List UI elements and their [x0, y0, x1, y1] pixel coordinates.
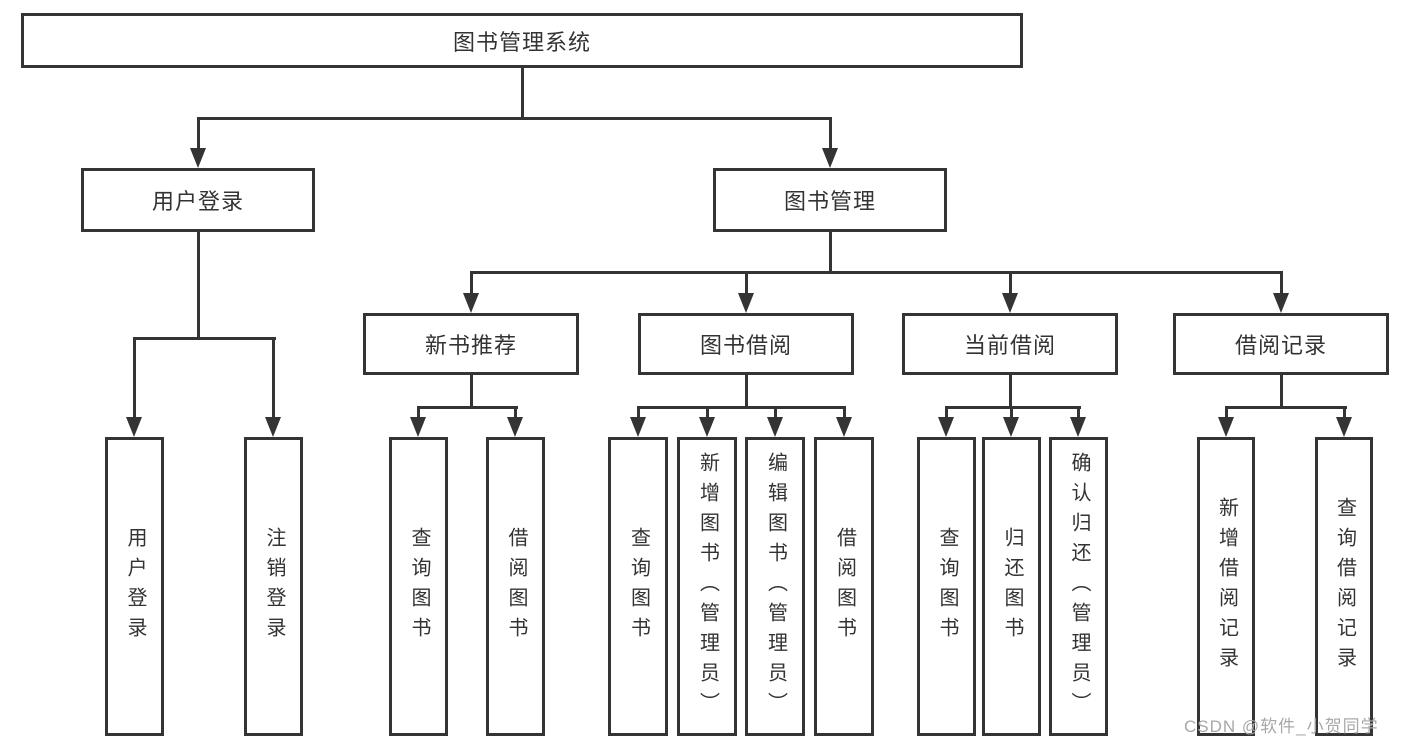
- connector-arrow-stem: [944, 407, 948, 423]
- leaf-return-books: 归还图书: [982, 437, 1041, 736]
- arrow-down-icon: [463, 293, 479, 313]
- node-book-borrowing: 图书借阅: [638, 313, 854, 375]
- leaf-edit-books-admin: 编辑图书（管理员）: [745, 437, 805, 736]
- node-label: 新增借阅记录: [1215, 496, 1238, 677]
- connector-vline: [1279, 375, 1283, 407]
- node-label: 借阅图书: [505, 526, 527, 647]
- connector-arrow-stem: [132, 338, 136, 423]
- node-borrowing-records: 借阅记录: [1173, 313, 1389, 375]
- arrow-down-icon: [190, 148, 206, 168]
- node-label: 注销登录: [263, 526, 285, 647]
- arrow-down-icon: [1273, 293, 1289, 313]
- node-label: 当前借阅: [963, 333, 1056, 358]
- leaf-borrow-books: 借阅图书: [814, 437, 874, 736]
- node-label: 确认归还（管理员）: [1068, 451, 1090, 722]
- arrow-down-icon: [1002, 293, 1018, 313]
- connector-vline: [196, 232, 200, 338]
- connector-arrow-stem: [1279, 272, 1283, 299]
- arrow-down-icon: [126, 417, 142, 437]
- connector-arrow-stem: [513, 407, 517, 423]
- connector-arrow-stem: [636, 407, 640, 423]
- connector-arrow-stem: [773, 407, 777, 423]
- connector-arrow-stem: [469, 272, 473, 299]
- node-new-book-recommendation: 新书推荐: [363, 313, 579, 375]
- arrow-down-icon: [507, 417, 523, 437]
- node-user-login: 用户登录: [81, 168, 315, 232]
- node-label: 查询图书: [408, 526, 430, 647]
- arrow-down-icon: [265, 417, 281, 437]
- connector-arrow-stem: [196, 118, 200, 154]
- node-label: 新书推荐: [424, 333, 517, 358]
- leaf-query-borrow-record: 查询借阅记录: [1315, 437, 1373, 736]
- leaf-query-books-borrowing: 查询图书: [608, 437, 668, 736]
- arrow-down-icon: [630, 417, 646, 437]
- node-label: 查询图书: [936, 526, 958, 647]
- arrow-down-icon: [822, 148, 838, 168]
- connector-vline: [1008, 375, 1012, 407]
- connector-arrow-stem: [271, 338, 275, 423]
- connector-arrow-stem: [1076, 407, 1080, 423]
- node-library-management-system: 图书管理系统: [21, 13, 1023, 68]
- node-label: 图书管理: [783, 189, 876, 214]
- arrow-down-icon: [1218, 417, 1234, 437]
- node-current-borrowing: 当前借阅: [902, 313, 1118, 375]
- connector-arrow-stem: [416, 407, 420, 423]
- watermark-text: CSDN @软件_小贺同学: [1184, 717, 1379, 736]
- leaf-query-books-recommend: 查询图书: [389, 437, 448, 736]
- node-label: 编辑图书（管理员）: [764, 451, 787, 722]
- connector-vline: [828, 232, 832, 272]
- leaf-user-login: 用户登录: [105, 437, 164, 736]
- node-label: 查询借阅记录: [1333, 496, 1356, 677]
- leaf-borrow-books-recommend: 借阅图书: [486, 437, 545, 736]
- connector-hline: [196, 116, 832, 120]
- arrow-down-icon: [1003, 417, 1019, 437]
- node-label: 图书借阅: [699, 333, 792, 358]
- node-label: 用户登录: [151, 189, 244, 214]
- arrow-down-icon: [836, 417, 852, 437]
- connector-hline: [944, 405, 1081, 409]
- leaf-query-books-current: 查询图书: [917, 437, 976, 736]
- connector-arrow-stem: [1008, 272, 1012, 299]
- leaf-add-borrow-record: 新增借阅记录: [1197, 437, 1255, 736]
- connector-arrow-stem: [705, 407, 709, 423]
- arrow-down-icon: [410, 417, 426, 437]
- arrow-down-icon: [767, 417, 783, 437]
- connector-arrow-stem: [828, 118, 832, 154]
- leaf-logout: 注销登录: [244, 437, 303, 736]
- connector-hline: [416, 405, 518, 409]
- arrow-down-icon: [1336, 417, 1352, 437]
- connector-arrow-stem: [1342, 407, 1346, 423]
- node-label: 图书管理系统: [452, 29, 591, 55]
- node-label: 借阅记录: [1234, 333, 1327, 358]
- leaf-add-books-admin: 新增图书（管理员）: [677, 437, 737, 736]
- connector-hline: [636, 405, 846, 409]
- node-book-management: 图书管理: [713, 168, 947, 232]
- arrow-down-icon: [938, 417, 954, 437]
- arrow-down-icon: [738, 293, 754, 313]
- node-label: 借阅图书: [833, 526, 856, 647]
- node-label: 用户登录: [124, 526, 146, 647]
- connector-arrow-stem: [842, 407, 846, 423]
- node-label: 归还图书: [1001, 526, 1023, 647]
- arrow-down-icon: [699, 417, 715, 437]
- leaf-confirm-return-admin: 确认归还（管理员）: [1049, 437, 1108, 736]
- connector-hline: [132, 336, 276, 340]
- connector-hline: [1224, 405, 1347, 409]
- connector-vline: [469, 375, 473, 407]
- connector-vline: [520, 68, 524, 118]
- connector-arrow-stem: [1009, 407, 1013, 423]
- node-label: 查询图书: [627, 526, 650, 647]
- arrow-down-icon: [1070, 417, 1086, 437]
- connector-vline: [744, 375, 748, 407]
- connector-arrow-stem: [1224, 407, 1228, 423]
- node-label: 新增图书（管理员）: [696, 451, 719, 722]
- connector-hline: [469, 270, 1283, 274]
- connector-arrow-stem: [744, 272, 748, 299]
